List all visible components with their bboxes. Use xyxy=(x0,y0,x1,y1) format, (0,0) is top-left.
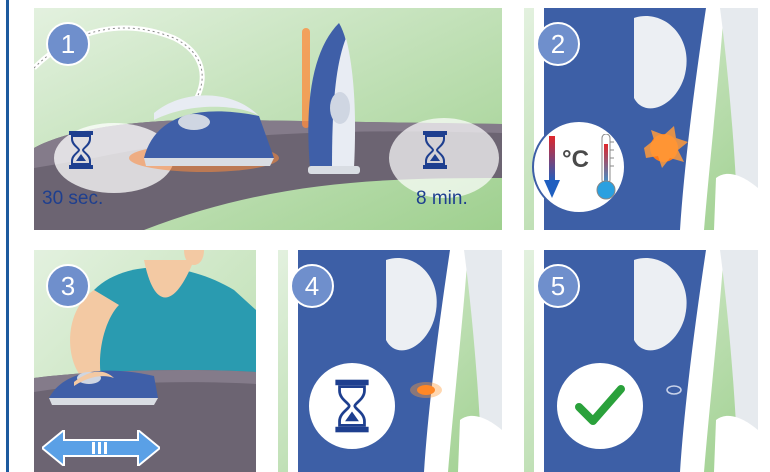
checkmark-icon-circle xyxy=(554,360,646,452)
step-number-badge: 3 xyxy=(46,264,90,308)
step-number-badge: 4 xyxy=(290,264,334,308)
panel-step-1: 1 30 sec. 8 min. xyxy=(34,8,502,230)
step-number-badge: 5 xyxy=(536,264,580,308)
temperature-unit-label: °C xyxy=(562,146,589,174)
arrow-down-icon xyxy=(544,136,560,198)
frame-accent-line xyxy=(6,0,9,472)
timer-caption-right: 8 min. xyxy=(416,188,468,210)
hourglass-icon xyxy=(334,378,370,434)
panel-step-3: 3 xyxy=(34,250,256,472)
hourglass-icon-circle xyxy=(306,360,398,452)
step-number-badge: 1 xyxy=(46,22,90,66)
step-number-badge: 2 xyxy=(536,22,580,66)
panel-step-5: 5 xyxy=(524,250,758,472)
temperature-icon-circle: °C xyxy=(532,120,626,214)
hourglass-icon xyxy=(422,130,448,170)
double-arrow-icon xyxy=(42,430,160,466)
checkmark-icon xyxy=(575,383,625,429)
panel-step-2: 2 °C xyxy=(524,8,758,230)
panel-step-4: 4 xyxy=(278,250,502,472)
hourglass-icon xyxy=(68,130,94,170)
thermometer-icon xyxy=(596,134,616,200)
timer-caption-left: 30 sec. xyxy=(42,188,103,210)
